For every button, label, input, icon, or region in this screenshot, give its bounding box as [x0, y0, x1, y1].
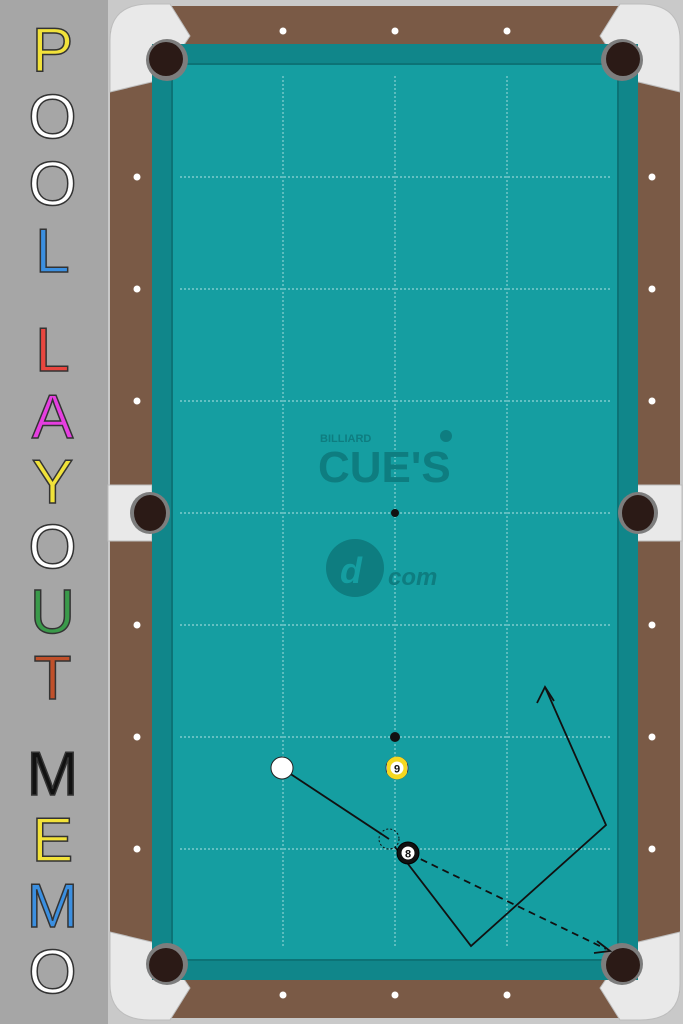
foot-spot — [390, 732, 400, 742]
pool-table[interactable]: BILLIARD CUE'S d com 9 8 — [105, 0, 683, 1024]
title-letter: M — [26, 872, 79, 941]
logo-main-text: CUE'S — [318, 443, 451, 492]
cushion-edge — [171, 63, 619, 961]
eight-ball-label: 8 — [405, 849, 411, 861]
position-arrow-icon — [536, 685, 555, 704]
title-letter: U — [29, 578, 75, 647]
title-letter: L — [35, 217, 71, 286]
logo-emblem-icon — [326, 539, 384, 597]
object-ball-path — [409, 853, 607, 950]
ghost-ball — [378, 828, 400, 850]
title-letter: Y — [31, 448, 74, 517]
pocket-arrow-icon — [593, 940, 613, 954]
pocket-top-left — [146, 39, 188, 81]
svg-text:d: d — [340, 550, 363, 591]
center-spot — [391, 509, 399, 517]
title-letter: O — [28, 83, 78, 152]
title-letter: L — [35, 316, 71, 385]
rail-diamonds — [133, 27, 656, 999]
pocket-middle-left — [130, 492, 170, 534]
title-sidebar: P O O L L A Y O U T M E M O — [0, 0, 105, 1024]
nine-ball-label: 9 — [394, 764, 400, 776]
title-letter: T — [33, 644, 72, 713]
title-letter: P — [31, 16, 74, 85]
pocket-bottom-right — [601, 943, 643, 985]
title-letter: A — [31, 383, 74, 452]
eight-ball[interactable]: 8 — [396, 841, 420, 865]
title-letter: O — [28, 150, 78, 219]
cues-logo: BILLIARD CUE'S d com — [318, 430, 452, 597]
pocket-bottom-left — [146, 943, 188, 985]
title-letter: O — [28, 938, 78, 1007]
title-letter: E — [31, 806, 74, 875]
logo-sub-text: com — [388, 564, 437, 591]
title-letter: M — [26, 740, 79, 809]
title-letter: O — [28, 513, 78, 582]
shot-lines — [282, 685, 613, 954]
cue-ball[interactable] — [270, 756, 294, 780]
nine-ball[interactable]: 9 — [385, 756, 409, 780]
pocket-middle-right — [618, 492, 658, 534]
cue-path — [282, 768, 390, 840]
logo-top-text: BILLIARD — [320, 433, 371, 445]
pocket-top-right — [601, 39, 643, 81]
cue-position-path — [394, 686, 608, 948]
